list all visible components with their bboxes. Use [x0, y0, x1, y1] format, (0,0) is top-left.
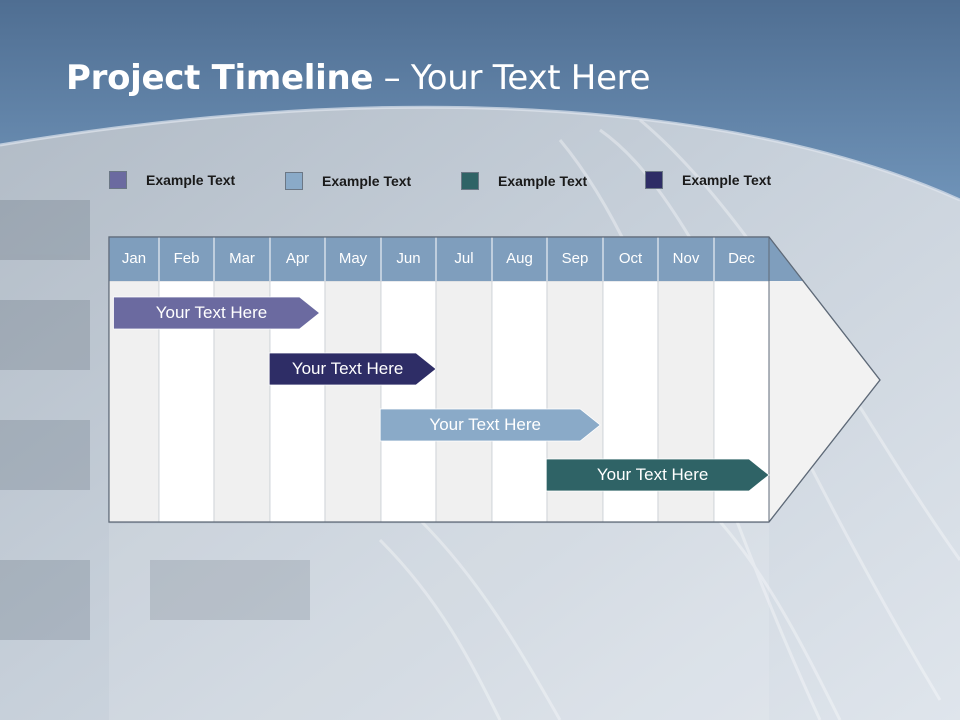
timeline-bars	[113, 296, 770, 492]
page-title: Project Timeline – Your Text Here	[66, 58, 651, 98]
legend-label: Example Text	[322, 173, 412, 189]
task-bar	[113, 296, 321, 330]
month-column	[491, 280, 548, 523]
task-label: Your Text Here	[291, 359, 404, 378]
month-column	[435, 280, 493, 523]
task-bar	[379, 408, 601, 442]
legend-swatch	[461, 172, 479, 190]
month-label: Oct	[618, 250, 643, 267]
month-label: Nov	[672, 250, 700, 267]
legend-swatch	[109, 171, 127, 189]
month-label: Dec	[728, 250, 755, 267]
month-label: Jul	[454, 250, 474, 267]
month-label: Apr	[285, 250, 310, 267]
month-label: Mar	[229, 250, 255, 267]
legend-swatch	[645, 171, 663, 189]
legend-label: Example Text	[682, 172, 772, 188]
title-rest: – Your Text Here	[373, 58, 651, 98]
month-label: May	[338, 250, 368, 267]
month-column	[380, 280, 437, 523]
month-label: Jan	[121, 250, 147, 267]
timeline-outline	[108, 236, 881, 523]
month-label: Sep	[561, 250, 589, 267]
legend-label: Example Text	[146, 172, 236, 188]
legend-swatch	[285, 172, 303, 190]
legend-label: Example Text	[498, 173, 588, 189]
title-bold: Project Timeline	[66, 58, 374, 98]
task-label: Your Text Here	[429, 415, 541, 434]
task-bar	[545, 458, 770, 492]
month-label: Aug	[506, 250, 533, 267]
month-label: Feb	[173, 250, 200, 267]
month-column	[324, 280, 382, 523]
header-band	[109, 237, 769, 281]
task-label: Your Text Here	[596, 465, 709, 484]
task-bar	[268, 352, 437, 386]
task-label: Your Text Here	[155, 303, 268, 322]
month-label: Jun	[396, 250, 421, 267]
